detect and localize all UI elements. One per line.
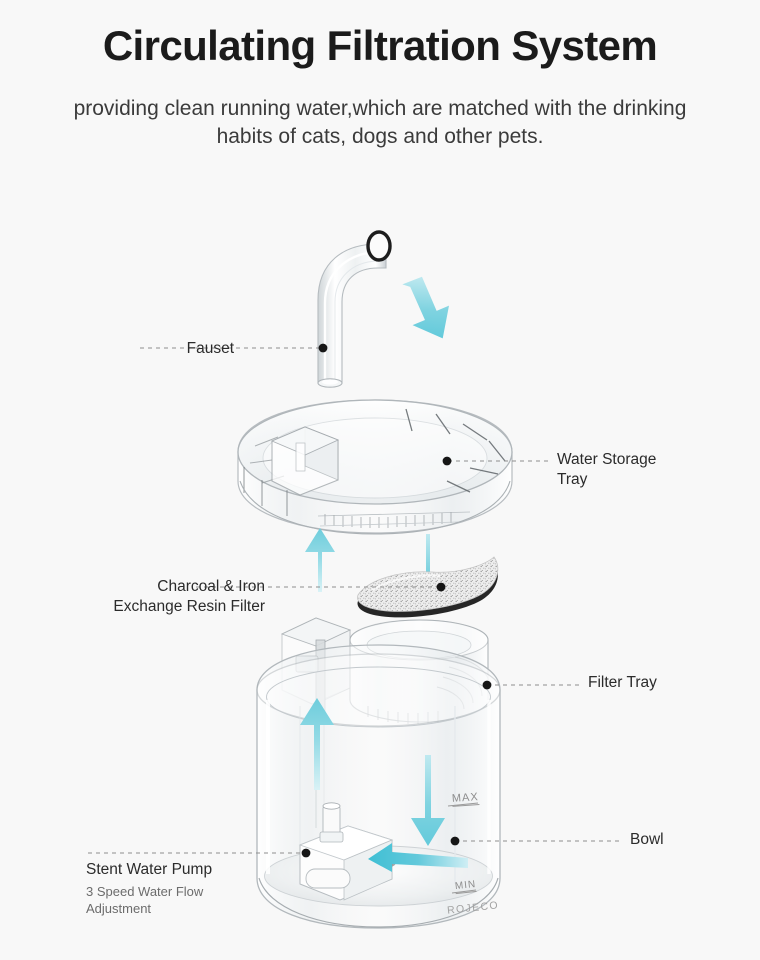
dot-filtertray — [482, 680, 492, 690]
arrow-down-icon-faucet — [402, 276, 450, 339]
faucet-part — [317, 230, 392, 388]
tray-grate — [317, 511, 471, 528]
faucet-outlet-ring — [366, 230, 392, 262]
callout-pump-sublabel: 3 Speed Water Flow Adjustment — [86, 884, 204, 917]
callout-storage-label: Water Storage Tray — [557, 451, 657, 489]
callout-charcoal-filter-label: Charcoal & Iron Exchange Resin Filter — [113, 578, 265, 616]
callout-pump-label: Stent Water Pump — [86, 861, 213, 878]
callout-stent-water-pump: Stent Water Pump 3 Speed Water Flow Adju… — [86, 860, 326, 917]
arrow-up-icon-to-tray — [305, 528, 335, 592]
dot-bowl — [450, 836, 460, 846]
dot-pump — [301, 848, 311, 858]
bowl-brand-marking: ROJECO — [446, 899, 500, 917]
callout-fauset: Fauset — [84, 339, 234, 359]
callout-anchor-dots — [301, 343, 492, 858]
callout-filter-tray: Filter Tray — [588, 673, 758, 693]
arrow-left-icon-pump-intake — [368, 843, 468, 872]
arrow-down-icon-in-bowl — [411, 755, 445, 846]
tray-inlet-block — [270, 426, 340, 496]
filter-tray-part — [280, 617, 491, 724]
arrow-up-icon-in-bowl — [300, 698, 334, 790]
callout-fauset-label: Fauset — [186, 340, 234, 357]
callout-filter-tray-label: Filter Tray — [588, 674, 657, 691]
water-storage-tray-part — [237, 399, 513, 535]
callout-water-storage-tray: Water Storage Tray — [557, 450, 737, 490]
callout-charcoal-filter: Charcoal & Iron Exchange Resin Filter — [50, 577, 265, 617]
dot-filter — [436, 582, 446, 592]
dot-fauset — [318, 343, 328, 353]
bowl-max-marking: MAX — [451, 791, 480, 807]
bowl-min-marking: MIN — [454, 878, 477, 895]
callout-bowl: Bowl — [630, 830, 750, 850]
charcoal-resin-filter-part — [357, 556, 499, 618]
dot-storage — [442, 456, 452, 466]
header: Circulating Filtration System providing … — [0, 0, 760, 152]
page-subtitle: providing clean running water,which are … — [73, 97, 687, 149]
page-title: Circulating Filtration System — [102, 22, 658, 69]
callout-bowl-label: Bowl — [630, 831, 664, 848]
arrow-down-icon-to-filter — [413, 534, 443, 598]
